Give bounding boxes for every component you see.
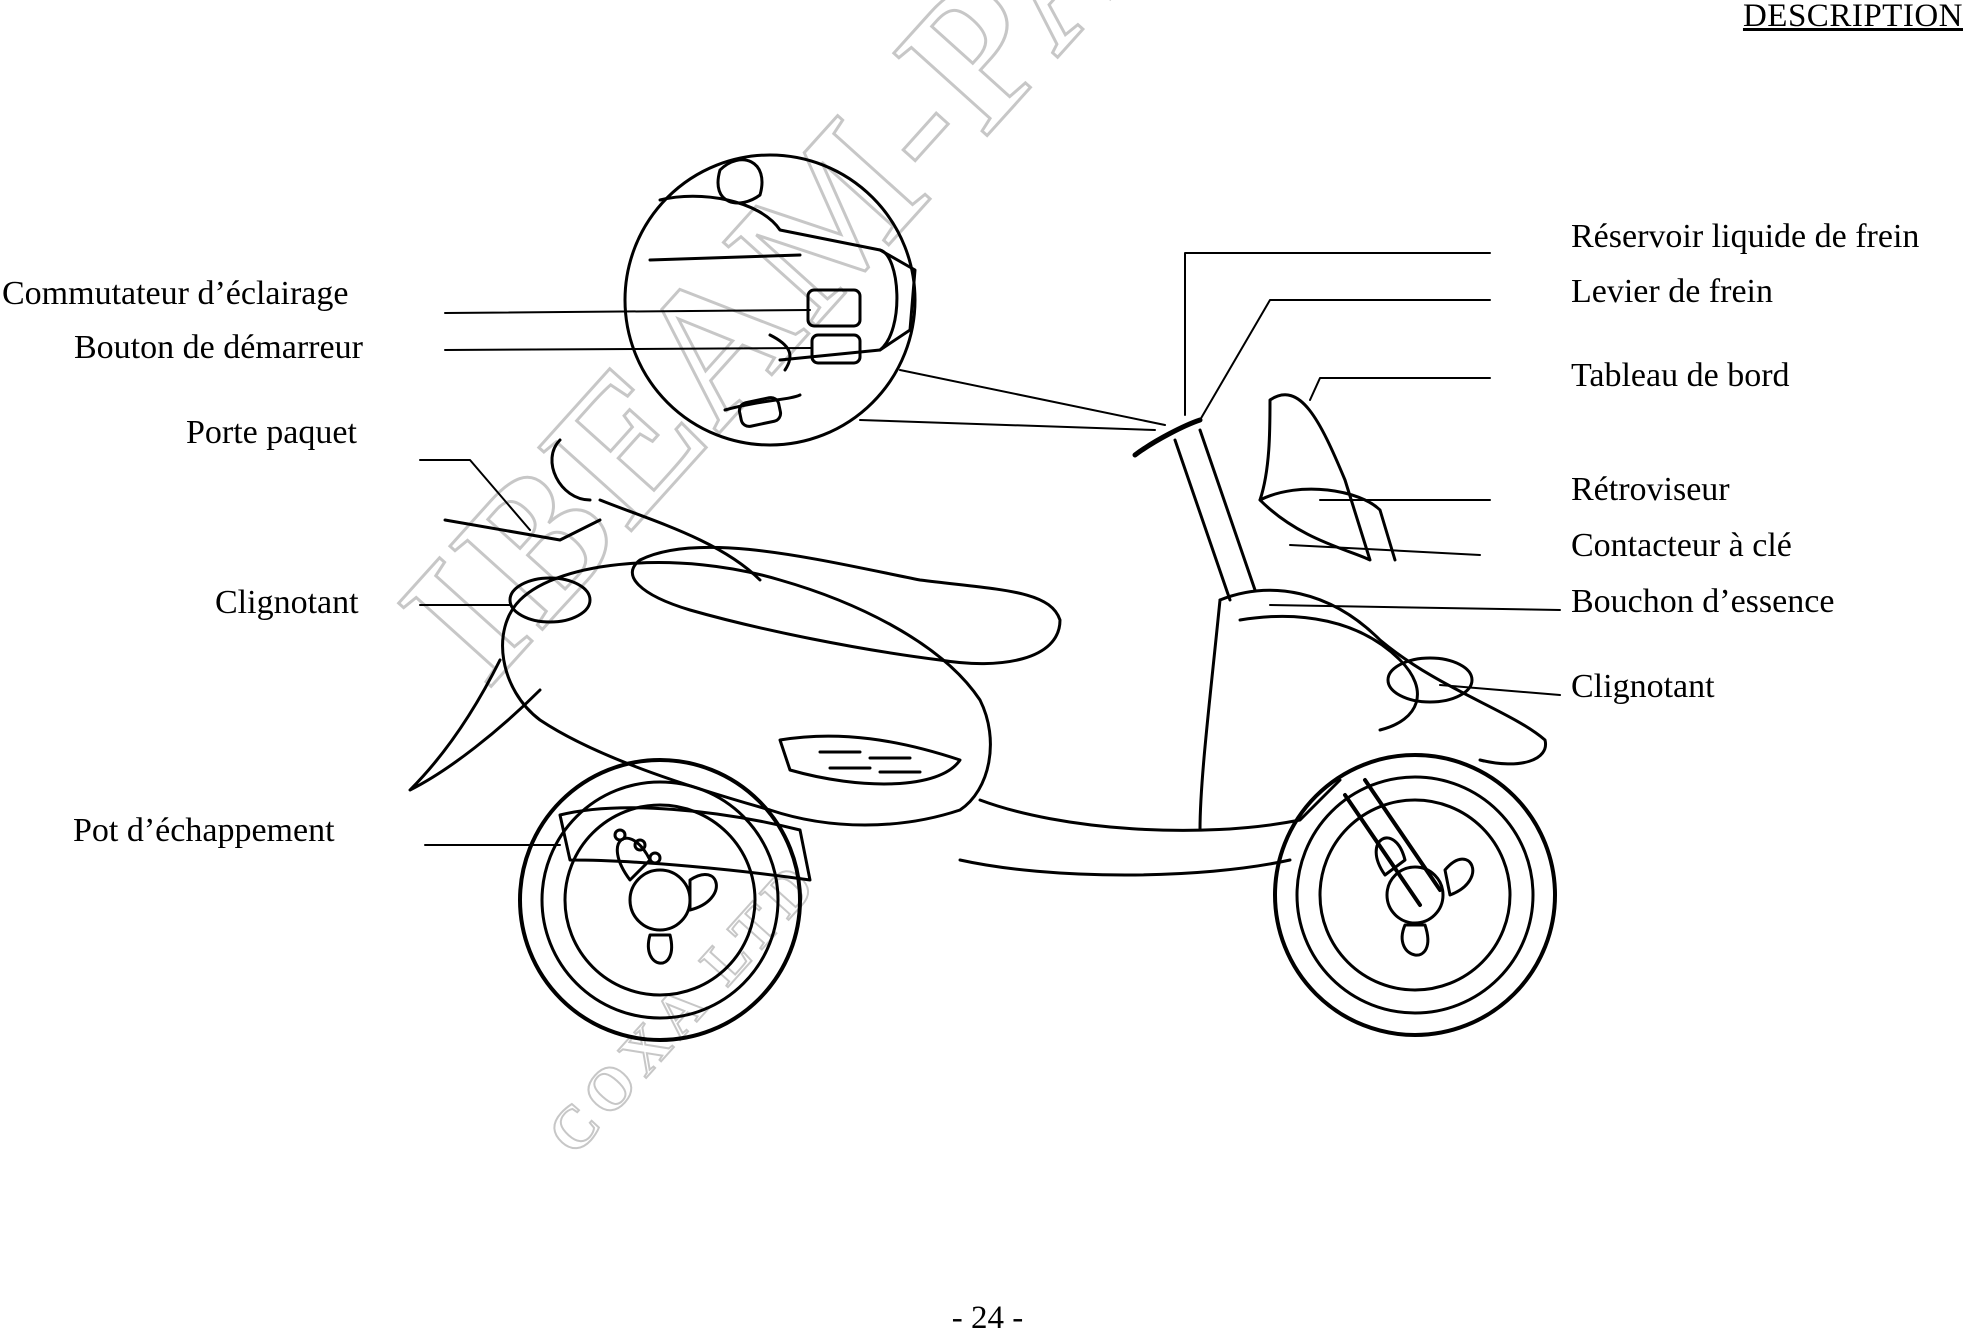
leader-brake-lever: [1199, 299, 1491, 421]
label-dashboard: Tableau de bord: [1571, 357, 1790, 394]
label-luggage-rack: Porte paquet: [186, 414, 357, 451]
label-mirror: Rétroviseur: [1571, 471, 1730, 508]
leader-dashboard: [1309, 377, 1491, 401]
leader-fuel-cap: [1269, 604, 1561, 611]
rear-wheel: [518, 758, 802, 1042]
label-lighting-switch: Commutateur d’éclairage: [2, 275, 349, 312]
label-brake-fluid-reservoir: Réservoir liquide de frein: [1571, 218, 1920, 255]
scooter-body: [408, 393, 1547, 882]
label-brake-lever: Levier de frein: [1571, 273, 1773, 310]
leader-luggage-rack: [419, 459, 531, 531]
label-front-indicator: Clignotant: [1571, 668, 1715, 705]
leader-lighting-switch: [444, 309, 811, 314]
page-header-title: DESCRIPTION: [1742, 0, 1963, 34]
label-rear-indicator: Clignotant: [215, 584, 359, 621]
leader-key-switch: [1289, 544, 1481, 556]
label-starter-button: Bouton de démarreur: [74, 329, 363, 366]
label-exhaust: Pot d’échappement: [73, 812, 335, 849]
leader-front-indicator: [1439, 684, 1561, 696]
label-fuel-cap: Bouchon d’essence: [1571, 583, 1835, 620]
leader-brake-fluid: [1184, 252, 1491, 416]
page-number: - 24 -: [951, 1300, 1024, 1336]
leader-starter-button: [444, 347, 813, 351]
front-wheel: [1273, 753, 1557, 1037]
label-key-switch: Contacteur à clé: [1571, 527, 1792, 564]
switch-detail-inset: [623, 153, 917, 447]
